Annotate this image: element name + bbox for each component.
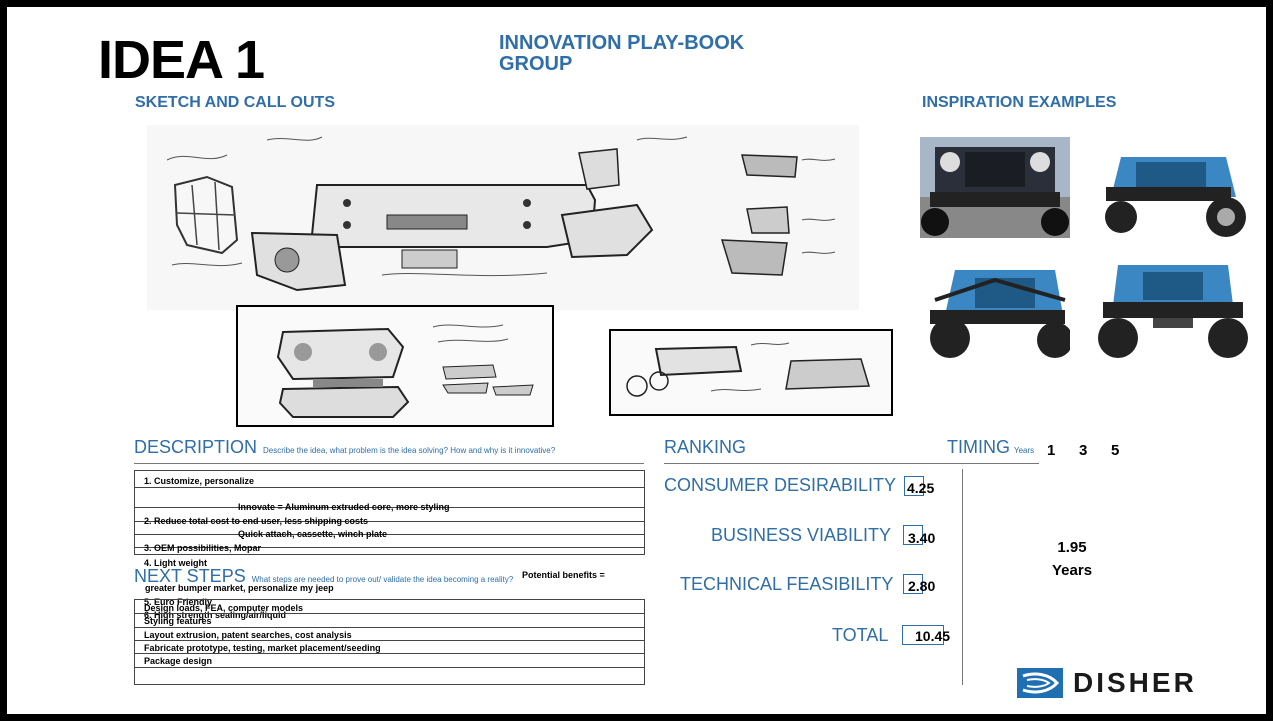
disher-logo: DISHER: [1017, 667, 1197, 699]
total-box: [902, 625, 944, 645]
consumer-desirability-value: 4.25: [907, 480, 935, 496]
group-title-line1: INNOVATION PLAY-BOOK: [499, 32, 745, 54]
description-rule: [134, 463, 644, 464]
business-viability-box: [903, 525, 923, 545]
next-steps-heading: NEXT STEPS What steps are needed to prove…: [134, 566, 513, 587]
next-step-4: Fabricate prototype, testing, market pla…: [144, 643, 381, 653]
sketch-box-2: [609, 329, 893, 416]
description-line-3: 2. Reduce total cost to end user, less s…: [144, 516, 369, 526]
next-steps-table: [134, 599, 645, 685]
next-step-3: Layout extrusion, patent searches, cost …: [144, 630, 352, 640]
description-title: DESCRIPTION: [134, 437, 258, 457]
timing-heading: TIMING Years: [947, 437, 1034, 458]
description-line-9: 6. High strength sealing/air/liquid: [144, 610, 287, 620]
technical-feasibility-label: TECHNICAL FEASIBILITY: [680, 574, 894, 594]
next-steps-title: NEXT STEPS: [134, 566, 246, 586]
total-value: 10.45: [915, 628, 951, 644]
consumer-desirability-box: [904, 476, 924, 496]
sketch-box-1: [236, 305, 554, 427]
next-step-5: Package design: [144, 656, 213, 666]
inspiration-photo-3: [925, 260, 1070, 361]
business-viability-label: BUSINESS VIABILITY: [711, 525, 892, 545]
timing-option-3: 3: [1079, 442, 1088, 459]
sketch-heading: SKETCH AND CALL OUTS: [135, 94, 335, 111]
description-line-1: 1. Customize, personalize: [144, 476, 255, 486]
consumer-desirability-label: CONSUMER DESIRABILITY: [664, 475, 897, 495]
next-step-1: Design loads, FEA, computer models: [144, 603, 304, 613]
disher-logo-icon: [1017, 668, 1063, 698]
timing-value: 1.95: [1057, 539, 1087, 556]
idea-title: IDEA 1: [98, 30, 265, 90]
ranking-rule: [664, 463, 1039, 464]
slide: IDEA 1 INNOVATION PLAY-BOOK GROUP SKETCH…: [7, 7, 1266, 714]
description-line-5: 3. OEM possibilities, Mopar: [144, 543, 262, 553]
group-title: INNOVATION PLAY-BOOK GROUP: [499, 33, 744, 75]
inspiration-photo-1: [920, 137, 1070, 238]
technical-feasibility-value: 2.80: [908, 578, 936, 594]
timing-title: TIMING: [947, 437, 1010, 457]
description-line-2: Innovate = Aluminum extruded core, more …: [238, 502, 450, 512]
description-line-7: greater bumper market, personalize my je…: [145, 583, 334, 593]
sketch-main: [147, 125, 859, 310]
group-title-line2: GROUP: [499, 53, 573, 75]
total-label: TOTAL: [832, 625, 889, 645]
timing-years-label: Years: [1014, 446, 1035, 455]
next-step-2: Styling features: [144, 616, 212, 626]
description-table: [134, 470, 645, 555]
description-line-6: 4. Light weight: [144, 558, 207, 568]
description-line-4: Quick attach, cassette, winch plate: [238, 529, 388, 539]
next-steps-prompt: What steps are needed to prove out/ vali…: [251, 575, 514, 584]
description-line-8: 5. Euro Friendly: [144, 597, 213, 607]
timing-unit: Years: [1052, 562, 1093, 579]
timing-option-1: 1: [1047, 442, 1056, 459]
description-prompt: Describe the idea, what problem is the i…: [263, 446, 556, 455]
business-viability-value: 3.40: [908, 530, 936, 546]
disher-logo-text: DISHER: [1073, 667, 1197, 698]
description-heading: DESCRIPTION Describe the idea, what probl…: [134, 437, 555, 458]
inspiration-photo-4: [1098, 260, 1248, 361]
timing-divider: [962, 469, 963, 685]
ranking-heading: RANKING: [664, 437, 747, 457]
potential-benefits: Potential benefits =: [522, 570, 605, 580]
timing-option-5: 5: [1111, 442, 1120, 459]
inspiration-photo-2: [1101, 137, 1246, 238]
technical-feasibility-box: [903, 574, 923, 594]
timing-result: 1.95 Years: [1052, 536, 1092, 582]
inspiration-heading: INSPIRATION EXAMPLES: [922, 94, 1117, 111]
